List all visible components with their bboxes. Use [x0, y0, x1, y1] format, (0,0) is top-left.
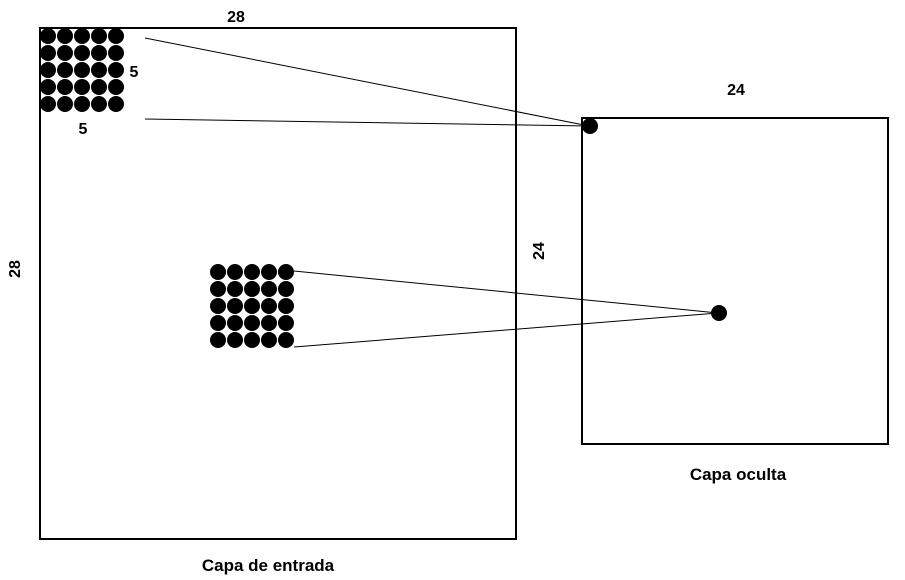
input-neuron — [91, 62, 107, 78]
input-neuron — [278, 332, 294, 348]
input-neuron — [261, 264, 277, 280]
input-neuron — [210, 298, 226, 314]
connection-line-top-lower — [144, 118, 590, 127]
input-neuron — [108, 96, 124, 112]
input-neuron — [261, 332, 277, 348]
input-height-label: 28 — [7, 260, 24, 278]
input-neuron — [108, 79, 124, 95]
input-neuron — [74, 45, 90, 61]
input-neuron — [91, 79, 107, 95]
connection-line-mid-upper — [293, 270, 719, 314]
input-neuron — [57, 28, 73, 44]
input-neuron — [91, 45, 107, 61]
input-layer-box — [39, 27, 517, 540]
input-neuron — [57, 96, 73, 112]
input-neuron — [278, 315, 294, 331]
input-width-label: 28 — [227, 9, 245, 26]
field-width-label: 5 — [79, 121, 88, 138]
input-neuron — [40, 62, 56, 78]
input-neuron — [40, 79, 56, 95]
connection-line-top-upper — [144, 37, 590, 127]
input-neuron — [57, 62, 73, 78]
input-neuron — [57, 79, 73, 95]
receptive-field-center — [210, 264, 294, 348]
hidden-height-label: 24 — [531, 242, 548, 260]
input-neuron — [261, 315, 277, 331]
input-neuron — [278, 298, 294, 314]
input-neuron — [244, 281, 260, 297]
hidden-width-label: 24 — [727, 82, 745, 99]
input-layer — [39, 27, 517, 540]
input-neuron — [108, 28, 124, 44]
hidden-layer — [581, 117, 889, 445]
input-neuron — [40, 96, 56, 112]
input-neuron — [227, 298, 243, 314]
hidden-neuron-center — [711, 305, 727, 321]
input-neuron — [74, 28, 90, 44]
input-neuron — [74, 62, 90, 78]
input-neuron — [244, 264, 260, 280]
input-neuron — [108, 62, 124, 78]
input-neuron — [40, 28, 56, 44]
input-neuron — [91, 96, 107, 112]
input-neuron — [57, 45, 73, 61]
field-height-label: 5 — [130, 64, 139, 81]
input-neuron — [210, 264, 226, 280]
input-neuron — [278, 264, 294, 280]
input-neuron — [227, 332, 243, 348]
input-neuron — [261, 281, 277, 297]
input-neuron — [74, 79, 90, 95]
hidden-layer-box — [581, 117, 889, 445]
input-neuron — [74, 96, 90, 112]
input-neuron — [210, 281, 226, 297]
input-neuron — [244, 332, 260, 348]
input-neuron — [227, 264, 243, 280]
input-layer-caption: Capa de entrada — [202, 556, 335, 575]
input-neuron — [227, 315, 243, 331]
input-neuron — [210, 332, 226, 348]
input-neuron — [278, 281, 294, 297]
connections — [144, 37, 719, 348]
input-neuron — [40, 45, 56, 61]
input-neuron — [91, 28, 107, 44]
input-neuron — [244, 315, 260, 331]
input-neuron — [108, 45, 124, 61]
connection-line-mid-lower — [293, 312, 719, 348]
hidden-layer-caption: Capa oculta — [690, 465, 787, 484]
receptive-field-top-left — [40, 28, 124, 112]
input-neuron — [210, 315, 226, 331]
input-neuron — [227, 281, 243, 297]
input-neuron — [261, 298, 277, 314]
input-neuron — [244, 298, 260, 314]
hidden-neuron-top-left — [582, 118, 598, 134]
